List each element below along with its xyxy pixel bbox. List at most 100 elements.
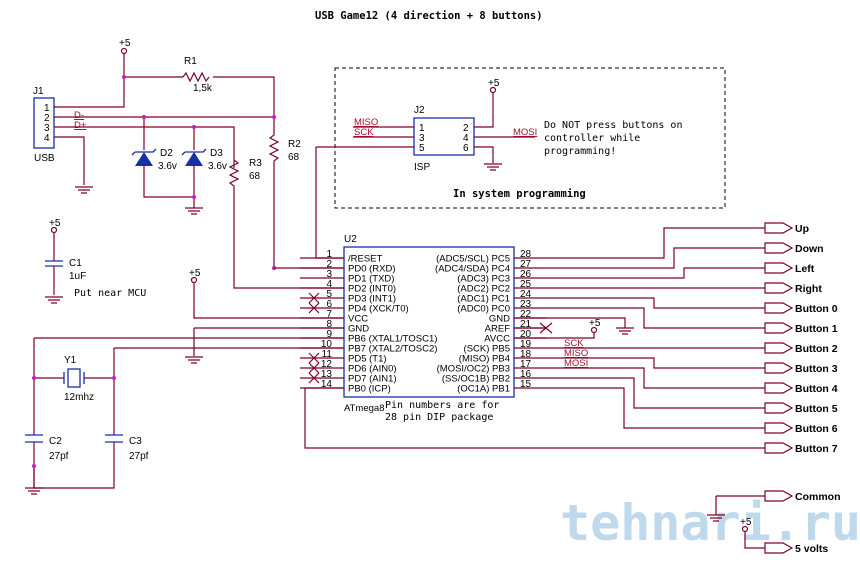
d3-value: 3.6v (208, 161, 227, 172)
wire-crystal (33, 337, 344, 489)
mcu-note-line-2: 28 pin DIP package (385, 412, 493, 423)
output-port-icon (764, 262, 794, 274)
usb-connector-j1: J1 1 2 3 4 USB (33, 86, 55, 164)
mcu-pin-name: PD7 (AIN1) (348, 374, 397, 385)
j1-ref: J1 (33, 86, 44, 97)
d2-value: 3.6v (158, 161, 177, 172)
output-label: Down (795, 243, 824, 255)
power-port-icon (764, 542, 794, 554)
wire-output (546, 297, 765, 309)
y1-symbol (67, 368, 81, 388)
mcu-pin-name: AVCC (484, 334, 510, 345)
isp-power-label: +5 (488, 78, 500, 89)
c1-power-label: +5 (49, 218, 61, 229)
output-label: Button 7 (795, 443, 838, 455)
mcu-pin-name: PB7 (XTAL2/TOSC2) (348, 344, 437, 355)
power-label: +5 (119, 38, 131, 49)
c3-ref: C3 (129, 436, 142, 447)
c2-value: 27pf (49, 451, 69, 462)
mcu-pin-num: 11 (322, 349, 333, 360)
mcu-pin-name: PD5 (T1) (348, 354, 387, 365)
output-label: Up (795, 223, 809, 235)
no-connect-marker (308, 372, 320, 384)
r1-value: 1,5k (193, 83, 213, 94)
mcu-pin-num: 24 (520, 289, 532, 300)
mcu-pin-name: (SCK) PB5 (464, 344, 510, 355)
mcu-pin-num: 19 (520, 339, 532, 350)
mcu-pin-num: 2 (326, 259, 332, 270)
output-port-icon (764, 362, 794, 374)
mcu-pin-num: 10 (321, 339, 333, 350)
r3-ref: R3 (249, 158, 262, 169)
no-connect-marker (308, 352, 320, 364)
mcu-pin-num: 21 (520, 319, 532, 330)
mcu-pin-num: 1 (326, 249, 332, 260)
j2-ref: J2 (414, 105, 425, 116)
mcu-pin-name: (OC1A) PB1 (457, 384, 510, 395)
avcc-power-label: +5 (589, 318, 601, 329)
mcu-pin-num: 5 (326, 289, 332, 300)
j1-name: USB (34, 153, 55, 164)
c3-value: 27pf (129, 451, 149, 462)
j2-pin-6: 6 (463, 143, 469, 154)
vcc-power-label: +5 (189, 268, 201, 279)
mcu-note-line-1: Pin numbers are for (385, 400, 499, 411)
wire-output (546, 357, 765, 369)
j2-name: ISP (414, 162, 430, 173)
wire-output (546, 377, 765, 409)
mcu-pin-name: (ADC3) PC3 (457, 274, 510, 285)
mcu-pin-num: 28 (520, 249, 532, 260)
output-port-icon (764, 422, 794, 434)
wire-gnd (193, 327, 344, 356)
mcu-pin-num: 6 (326, 299, 332, 310)
output-port-icon (764, 242, 794, 254)
mcu-pin-num: 12 (321, 359, 333, 370)
output-label: Button 1 (795, 323, 838, 335)
mcu-pin-num: 16 (520, 369, 532, 380)
mcu-pin-name: (SS/OC1B) PB2 (442, 374, 510, 385)
mcu-pin-num: 20 (520, 329, 532, 340)
isp-note-line-3: programming! (544, 146, 616, 157)
mcu-pin-name: PD3 (INT1) (348, 294, 396, 305)
mcu-pin-num: 18 (520, 349, 532, 360)
output-label: Right (795, 283, 822, 295)
isp-net-miso: MISO (354, 117, 378, 128)
wire-output (546, 367, 765, 389)
power-port-icon (764, 490, 794, 502)
c1-value: 1uF (69, 271, 86, 282)
mcu-pin-num: 7 (326, 309, 332, 320)
mcu-pin-num: 15 (520, 379, 532, 390)
mcu-pin-name: VCC (348, 314, 368, 325)
wire-reset (315, 147, 344, 259)
r2-ref: R2 (288, 139, 301, 150)
wire-dplus (54, 126, 235, 168)
c1-ref: C1 (69, 258, 82, 269)
d2-symbol (135, 152, 153, 166)
wire-output (546, 387, 765, 429)
mcu-pin-name: PD6 (AIN0) (348, 364, 397, 375)
isp-net-sck: SCK (354, 127, 374, 138)
mcu-net-sck: SCK (564, 338, 584, 349)
power-output-label: Common (795, 491, 841, 503)
isp-note-line-1: Do NOT press buttons on (544, 120, 682, 131)
ground-crystal (25, 487, 43, 495)
wire-pb0 (304, 387, 765, 449)
isp-note-line-2: controller while (544, 133, 640, 144)
wire-output (546, 247, 765, 269)
j2-pin-2: 2 (463, 123, 469, 134)
output-port-icon (764, 282, 794, 294)
mcu-pin-name: PD4 (XCK/T0) (348, 304, 409, 315)
mcu-pin-name: PB0 (ICP) (348, 384, 391, 395)
mcu-pin-name: GND (348, 324, 369, 335)
mcu-pin-num: 26 (520, 269, 532, 280)
r2-symbol (268, 107, 280, 270)
output-port-icon (764, 342, 794, 354)
mcu-pin-name: (ADC5/SCL) PC5 (436, 254, 510, 265)
wire-vbus (54, 77, 125, 108)
r3-symbol (228, 159, 240, 284)
mcu-pin-num: 25 (520, 279, 532, 290)
mcu-net-mosi: MOSI (564, 358, 588, 369)
mcu-pin-num: 3 (326, 269, 332, 280)
wire-vcc (193, 282, 344, 319)
